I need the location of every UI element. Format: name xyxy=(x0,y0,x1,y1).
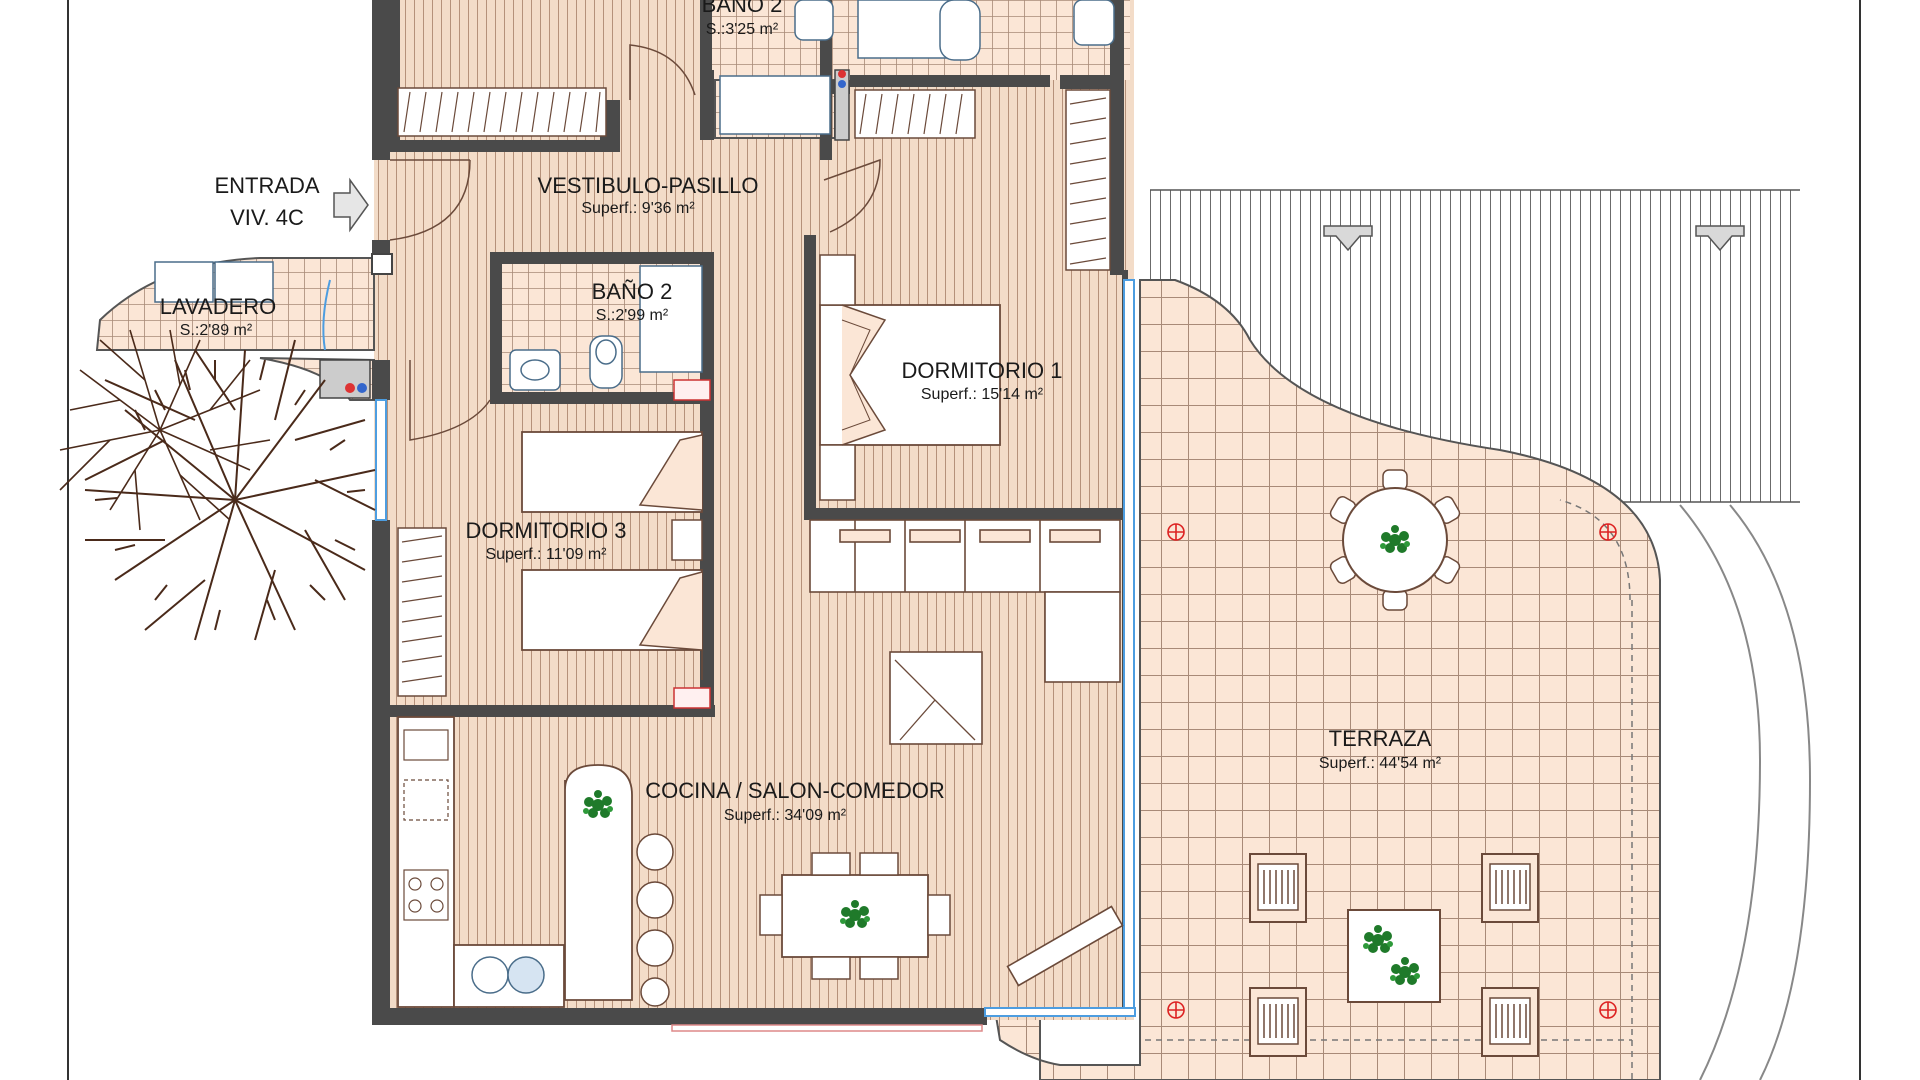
ramp-curve xyxy=(1679,504,1762,1080)
room-area-dormitorio3: Superf.: 11'09 m² xyxy=(485,546,607,563)
entry-arrow-icon xyxy=(333,177,369,233)
door-swing xyxy=(389,44,881,680)
room-area-bano-top: S.:3'25 m² xyxy=(706,21,779,38)
room-name-dormitorio1: DORMITORIO 1 xyxy=(902,358,1063,383)
entry-label-line2: VIV. 4C xyxy=(230,205,304,230)
room-name-lavadero: LAVADERO xyxy=(160,294,277,319)
light-icon xyxy=(1167,523,1617,1019)
terrace-edge-dashed xyxy=(1559,499,1631,601)
palm-tree-icon xyxy=(59,329,271,531)
down-arrow-icon xyxy=(1695,225,1745,252)
bed xyxy=(521,431,703,651)
room-name-cocina: COCINA / SALON-COMEDOR xyxy=(645,778,944,803)
ramp-curve xyxy=(1729,504,1812,1080)
wardrobe xyxy=(397,87,1111,697)
bathroom-fixtures xyxy=(509,265,711,709)
dining-table xyxy=(759,852,951,980)
room-area-lavadero: S.:2'89 m² xyxy=(180,322,253,339)
entry-label-line1: ENTRADA xyxy=(214,173,319,198)
laundry-fixtures xyxy=(154,253,393,399)
room-area-cocina: Superf.: 34'09 m² xyxy=(724,807,847,824)
room-area-terraza: Superf.: 44'54 m² xyxy=(1319,755,1442,772)
windows xyxy=(375,279,1136,1032)
room-area-bano-mid: S.:2'99 m² xyxy=(596,307,669,324)
terrace-lounge xyxy=(1249,853,1539,1057)
room-area-vestibulo: Superf.: 9'36 m² xyxy=(581,200,695,217)
down-arrow-icon xyxy=(1323,225,1373,252)
room-area-dormitorio1: Superf.: 15'14 m² xyxy=(921,386,1044,403)
room-name-vestibulo: VESTIBULO-PASILLO xyxy=(538,173,759,198)
kitchen-counter xyxy=(397,716,674,1008)
terrace-round-table xyxy=(1327,469,1463,611)
room-name-dormitorio3: DORMITORIO 3 xyxy=(466,518,627,543)
palm-tree-icon xyxy=(84,339,376,641)
room-name-bano-top: BAÑO 2 xyxy=(702,0,783,17)
bed xyxy=(819,254,1001,501)
living-furniture xyxy=(809,519,1124,987)
room-name-terraza: TERRAZA xyxy=(1329,726,1432,751)
bathroom-fixtures xyxy=(719,0,1115,141)
room-name-bano-mid: BAÑO 2 xyxy=(592,279,673,304)
